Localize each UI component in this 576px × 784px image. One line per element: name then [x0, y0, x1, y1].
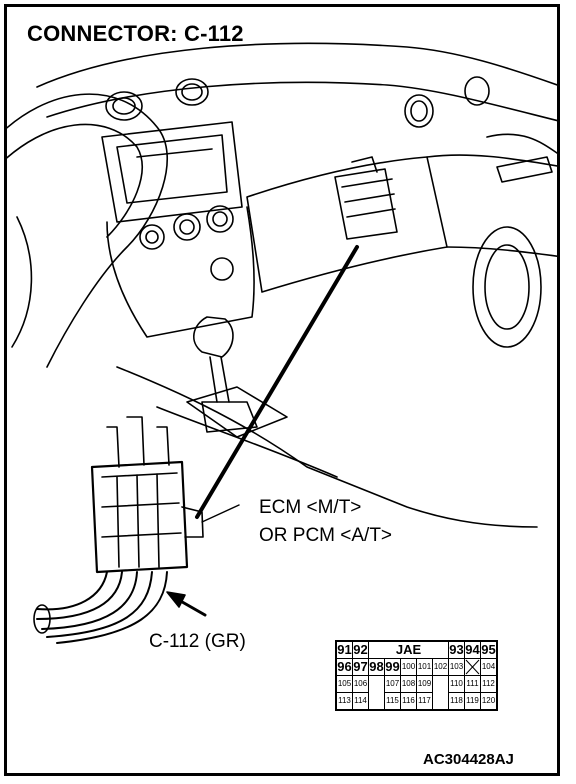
vent-left [105, 91, 143, 121]
center-stack [101, 121, 243, 223]
pin-row-3: 105 106 107 108 109 110 111 112 [335, 675, 498, 693]
pin-cell: 105 [335, 675, 353, 693]
pin-cell: 95 [480, 640, 498, 659]
diagram-frame: CONNECTOR: C-112 ECM <M/T> OR PCM <A/T> … [4, 4, 560, 776]
pin-cell: 93 [448, 640, 465, 659]
dashboard-illustration [7, 42, 557, 644]
connector-label: C-112 (GR) [149, 631, 246, 652]
steering-wheel [7, 93, 168, 368]
pin-row-4: 113 114 115 116 117 118 119 120 [335, 692, 498, 711]
pin-cell: 119 [464, 692, 481, 711]
vent-center [175, 78, 209, 106]
ecm-label-at: OR PCM <A/T> [259, 525, 393, 546]
center-console [116, 366, 538, 528]
pin-cell: 118 [448, 692, 465, 711]
pin-cell: 115 [384, 692, 401, 711]
pin-cell: 101 [416, 658, 433, 676]
glove-box [246, 156, 448, 293]
pin-cell: 98 [368, 658, 385, 676]
c112-connector-body [90, 460, 189, 574]
gear-shifter [193, 316, 234, 358]
ecm-label-mt: ECM <M/T> [259, 497, 362, 518]
pin-cell: 104 [480, 658, 498, 676]
page-title: CONNECTOR: C-112 [27, 21, 244, 46]
pin-cell: 96 [335, 658, 353, 676]
pin-cell-empty [432, 675, 449, 693]
pin-row-2: 96 97 98 99 100 101 102 103 104 [335, 658, 498, 676]
pin-cell: 100 [400, 658, 417, 676]
pin-row-header: 91 92 JAE 93 94 95 [335, 640, 498, 659]
pin-cell: 94 [464, 640, 481, 659]
pin-cell: 103 [448, 658, 465, 676]
pin-cell: 92 [352, 640, 369, 659]
pin-cell: 120 [480, 692, 498, 711]
pin-cell: 117 [416, 692, 433, 711]
door-speaker [472, 226, 542, 348]
pin-cell-empty [368, 675, 385, 693]
knob-right [206, 205, 234, 233]
pin-cell: 111 [464, 675, 481, 693]
vent-right [404, 94, 434, 128]
wire-harness [36, 571, 108, 611]
passenger-door [486, 133, 557, 154]
connector-type-label: JAE [368, 640, 449, 659]
pin-cell: 107 [384, 675, 401, 693]
dash-top-edge [36, 42, 557, 88]
pin-cell-empty [368, 692, 385, 710]
pin-cell: 106 [352, 675, 369, 693]
knob-center [173, 213, 201, 241]
knob-left [139, 224, 165, 250]
figure-code: AC304428AJ [423, 751, 514, 768]
pin-cell: 110 [448, 675, 465, 693]
pin-cell: 91 [335, 640, 353, 659]
pin-cell-empty [432, 692, 449, 710]
pin-cell: 112 [480, 675, 498, 693]
pin-cell: 113 [335, 692, 353, 711]
pin-cell: 102 [432, 658, 449, 676]
pin-cell: 114 [352, 692, 369, 711]
ecm-mounted-connector [334, 168, 398, 240]
pointer-line [195, 245, 359, 519]
pin-cell: 108 [400, 675, 417, 693]
pin-cell: 99 [384, 658, 401, 676]
pin-cell: 97 [352, 658, 369, 676]
pin-cell: 109 [416, 675, 433, 693]
connector-pin-table: 91 92 JAE 93 94 95 96 97 98 99 100 101 1… [335, 640, 498, 711]
unused-pin-cross-icon [464, 658, 481, 676]
pin-cell: 116 [400, 692, 417, 711]
